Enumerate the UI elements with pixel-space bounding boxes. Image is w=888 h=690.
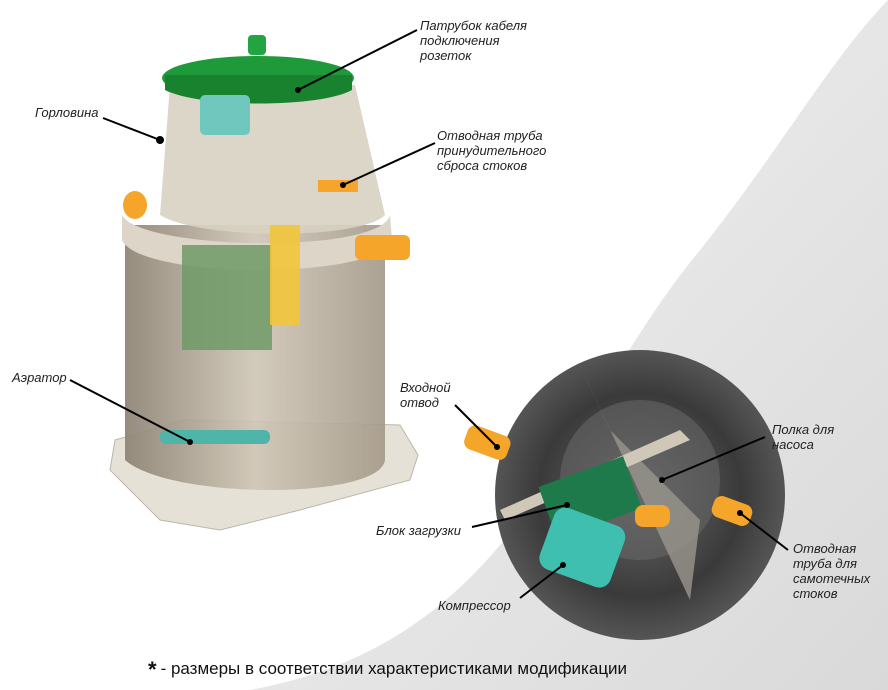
label-compressor: Компрессор: [438, 598, 511, 613]
label-inlet: Входной отвод: [400, 380, 451, 410]
label-media-block: Блок загрузки: [376, 523, 462, 538]
label-aerator: Аэратор: [12, 370, 67, 385]
tank-top-view: [464, 350, 785, 640]
compressor-shape: [200, 95, 250, 135]
aerator-shape: [160, 430, 270, 444]
leader-lines: [69, 29, 789, 599]
label-pump-shelf: Полка для насоса: [772, 422, 835, 452]
tank-side-view: [109, 35, 419, 531]
footnote-text: - размеры в соответствии характеристикам…: [160, 659, 628, 678]
label-cable-pipe: Патрубок кабеля подключения розеток: [420, 18, 527, 63]
media-block-shape: [182, 245, 272, 350]
footnote-asterisk: *: [148, 657, 157, 682]
label-neck: Горловина: [35, 105, 99, 120]
label-gravity-outlet: Отводная труба для самотечных стоков: [793, 541, 871, 601]
label-forced-outlet: Отводная труба принудительного сброса ст…: [437, 128, 547, 173]
footnote: *- размеры в соответствии характеристика…: [148, 657, 627, 683]
